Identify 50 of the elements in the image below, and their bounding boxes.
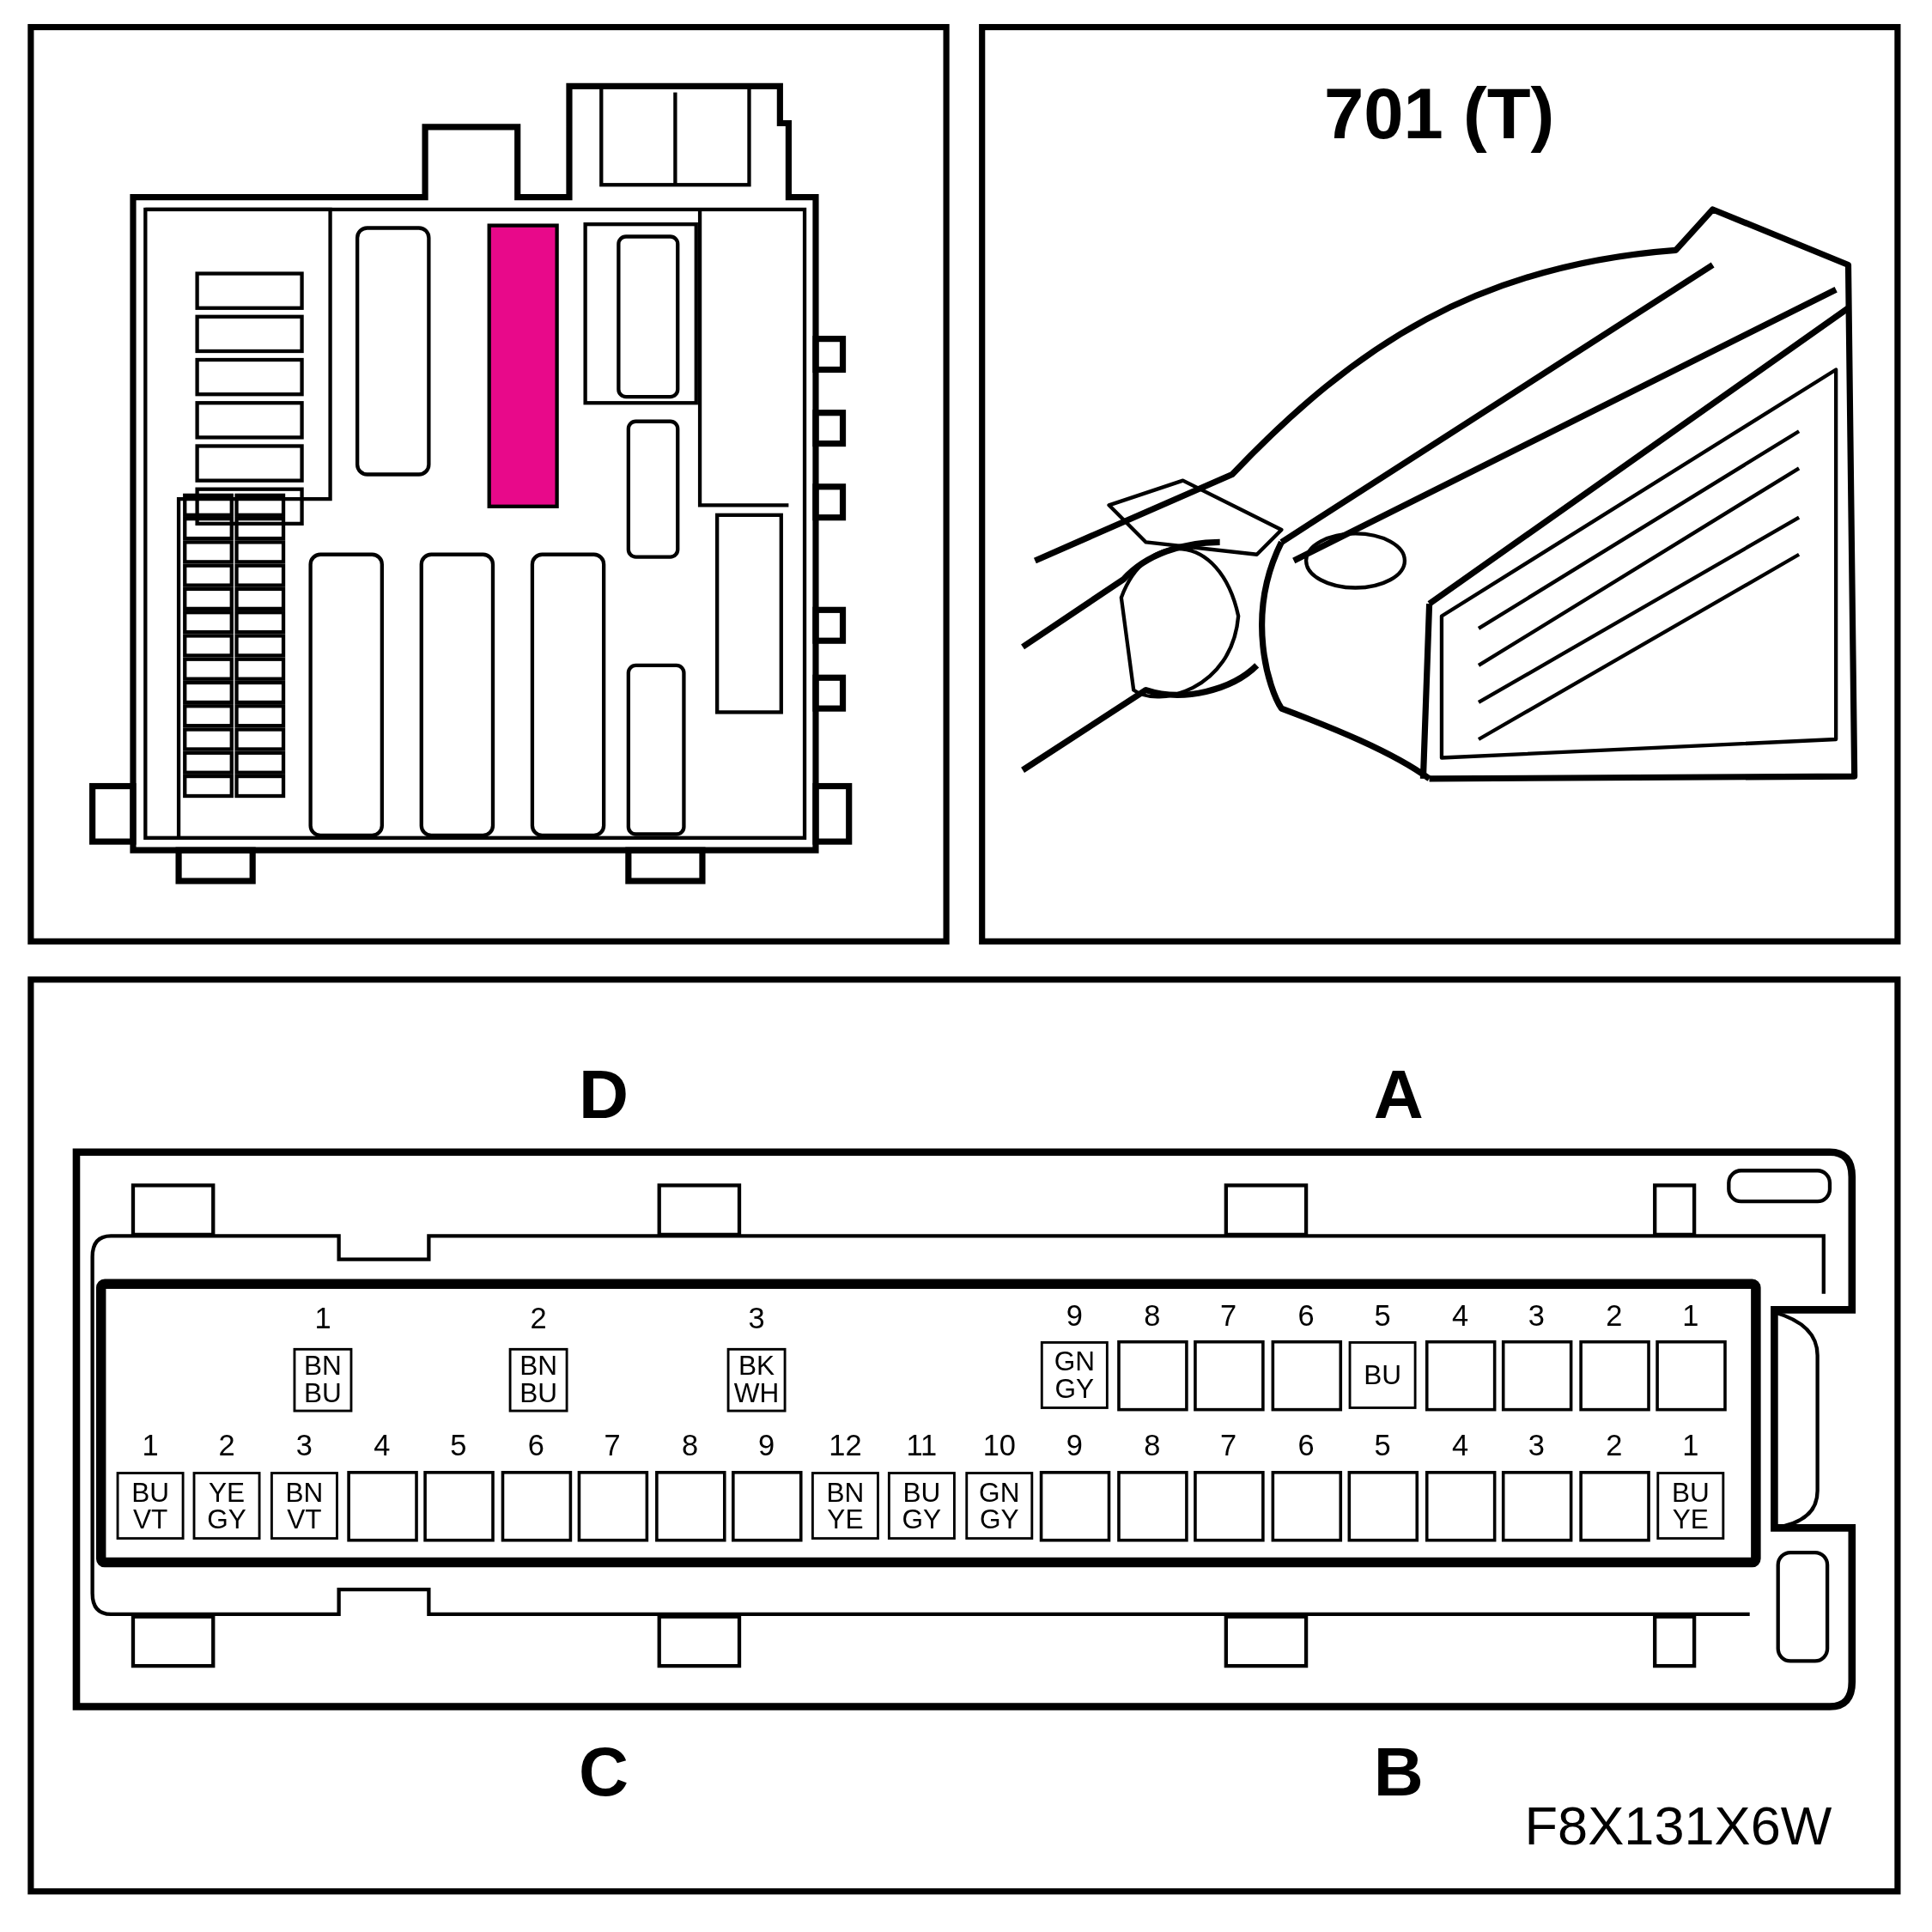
pin-number: 3 <box>1528 1301 1546 1331</box>
wire-color-code: YE GY <box>192 1472 261 1540</box>
pin-number: 3 <box>748 1303 765 1334</box>
pin-number: 2 <box>1606 1301 1623 1331</box>
wire-color-code: GN GY <box>965 1472 1034 1540</box>
pin-number: 2 <box>218 1431 235 1461</box>
side-letter: B <box>1373 1737 1424 1807</box>
side-letter: A <box>1373 1060 1424 1129</box>
pin-number: 4 <box>1451 1301 1469 1331</box>
wire-color-code: BU YE <box>1656 1472 1725 1540</box>
side-letter: C <box>579 1737 629 1807</box>
pin-number: 12 <box>829 1431 862 1461</box>
wire-color-code: BU GY <box>887 1472 956 1540</box>
wire-color-code: GN GY <box>1040 1341 1109 1409</box>
wire-color-code: BN BU <box>508 1347 568 1413</box>
wire-color-code: BK WH <box>726 1347 787 1413</box>
pin-number: 10 <box>982 1431 1016 1461</box>
pin-number: 7 <box>1220 1301 1237 1331</box>
pin-number: 3 <box>295 1431 313 1461</box>
pin-number: 2 <box>530 1303 547 1334</box>
pin-number: 8 <box>1144 1301 1161 1331</box>
pin-number: 6 <box>1297 1431 1315 1461</box>
pin-number: 5 <box>1374 1431 1391 1461</box>
pin-number: 8 <box>1144 1431 1161 1461</box>
pin-number: 1 <box>1682 1431 1699 1461</box>
pin-number: 1 <box>1682 1301 1699 1331</box>
pin-number: 1 <box>142 1431 159 1461</box>
pin-number: 9 <box>758 1431 775 1461</box>
pin-number: 3 <box>1528 1431 1546 1461</box>
wire-color-code: BU VT <box>116 1472 185 1540</box>
pin-number: 9 <box>1066 1301 1083 1331</box>
pin-number: 6 <box>1297 1301 1315 1331</box>
wire-color-code: BN BU <box>293 1347 353 1413</box>
side-letter: D <box>579 1060 629 1129</box>
figure-code: F8X131X6W <box>1524 1799 1832 1854</box>
pin-number: 4 <box>374 1431 391 1461</box>
pin-number: 9 <box>1066 1431 1083 1461</box>
pin-number: 5 <box>450 1431 467 1461</box>
pin-number: 4 <box>1451 1431 1469 1461</box>
pin-number: 11 <box>906 1431 938 1461</box>
pin-number: 7 <box>604 1431 621 1461</box>
wire-color-code: BN YE <box>811 1472 879 1540</box>
pin-number: 2 <box>1606 1431 1623 1461</box>
wire-color-code: BN VT <box>270 1472 338 1540</box>
pin-number: 8 <box>682 1431 699 1461</box>
pin-number: 1 <box>314 1303 331 1334</box>
wire-color-code: BU <box>1348 1341 1417 1409</box>
pin-number: 6 <box>527 1431 544 1461</box>
pin-number: 5 <box>1374 1301 1391 1331</box>
pin-number: 7 <box>1220 1431 1237 1461</box>
